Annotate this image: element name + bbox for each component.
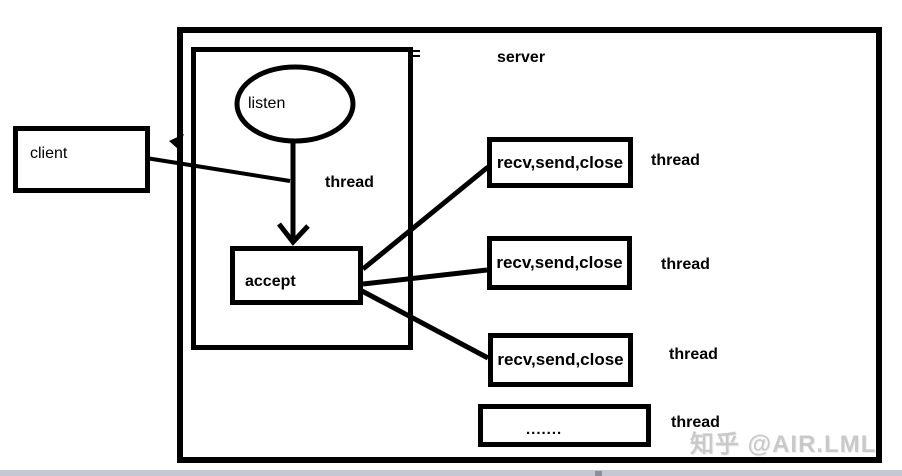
corner-artifact — [413, 50, 420, 58]
bottom-scrollbar-strip[interactable] — [0, 470, 902, 476]
server-label: server — [497, 49, 546, 66]
client-label: client — [30, 145, 68, 162]
worker-thread-label-3: thread — [669, 346, 718, 363]
server-box — [177, 27, 882, 463]
client-box — [13, 126, 150, 193]
more-workers-box — [478, 404, 651, 447]
worker-box-3-label: recv,send,close — [497, 350, 624, 369]
accept-label: accept — [245, 273, 296, 290]
worker-box-2-label: recv,send,close — [496, 253, 623, 272]
worker-box-3: recv,send,close — [488, 333, 633, 387]
watermark: 知乎 @AIR.LML — [690, 431, 877, 458]
listener-thread-box — [191, 47, 413, 350]
worker-box-1-label: recv,send,close — [496, 152, 624, 172]
worker-thread-label-2: thread — [661, 256, 710, 273]
worker-box-1: recv,send,close — [487, 137, 633, 188]
worker-thread-label-1: thread — [651, 152, 700, 169]
listen-label: listen — [248, 95, 286, 112]
scrollbar-thumb-mark — [595, 471, 602, 476]
listener-thread-label: thread — [325, 174, 374, 191]
worker-thread-label-4: thread — [671, 414, 720, 431]
worker-box-2: recv,send,close — [487, 236, 632, 290]
more-workers-label: ....... — [526, 421, 563, 438]
accept-box — [230, 246, 363, 305]
